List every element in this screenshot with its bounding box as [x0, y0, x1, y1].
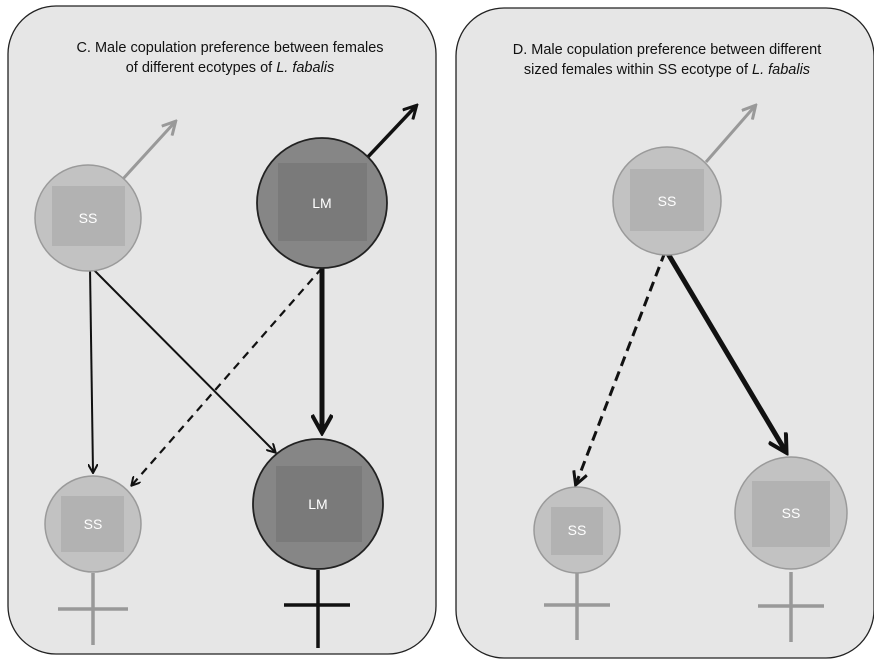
- panel-d-title-species: L. fabalis: [752, 62, 810, 78]
- panel-c-title-line2: of different ecotypes of L. fabalis: [126, 60, 335, 76]
- panel-c-title-species: L. fabalis: [276, 60, 334, 76]
- d-female-large-ss-label: SS: [782, 505, 801, 521]
- c-arrow-ss-to-lm: [91, 267, 275, 452]
- panel-d-title-line2: sized females within SS ecotype of L. fa…: [524, 62, 810, 78]
- d-arrow-ss-to-small-dashed: [576, 251, 667, 484]
- d-male-ss-symbol-arrow: [704, 106, 755, 163]
- c-female-ss-node: SS: [44, 475, 142, 645]
- panel-c: C. Male copulation preference between fe…: [7, 5, 437, 655]
- d-male-ss-node: SS: [612, 146, 722, 256]
- d-arrow-ss-to-large-thick: [664, 250, 786, 452]
- d-female-large-ss-node: SS: [734, 456, 848, 642]
- c-arrow-ss-to-ss: [90, 267, 93, 472]
- panel-d-title-prefix: sized females within SS ecotype of: [524, 62, 752, 78]
- panel-d: D. Male copulation preference between di…: [455, 7, 874, 659]
- d-male-ss-label: SS: [658, 193, 677, 209]
- c-female-ss-label: SS: [84, 516, 103, 532]
- c-male-lm-symbol-arrow: [363, 106, 416, 162]
- d-female-small-ss-node: SS: [533, 486, 621, 640]
- c-male-ss-node: SS: [34, 164, 142, 272]
- c-male-lm-label: LM: [312, 195, 331, 211]
- panel-c-title-prefix: of different ecotypes of: [126, 60, 276, 76]
- panel-c-title-line1: C. Male copulation preference between fe…: [76, 40, 383, 56]
- c-male-lm-node: LM: [256, 137, 388, 269]
- c-male-ss-label: SS: [79, 210, 98, 226]
- c-female-lm-node: LM: [252, 438, 384, 648]
- d-female-small-ss-label: SS: [568, 522, 587, 538]
- c-female-lm-label: LM: [308, 496, 327, 512]
- panel-d-title-line1: D. Male copulation preference between di…: [513, 42, 821, 58]
- c-male-ss-symbol-arrow: [120, 122, 175, 182]
- c-arrow-lm-to-ss-dashed: [132, 267, 323, 485]
